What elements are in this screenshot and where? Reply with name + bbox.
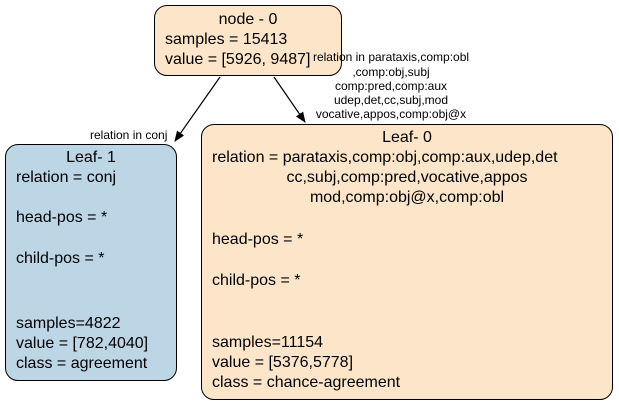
- leaf-0-relation-line-1: relation = parataxis,comp:obj,comp:aux,u…: [212, 149, 558, 166]
- edge-label-right-line-2: ,comp:obj,subj: [352, 65, 430, 79]
- root-samples: samples = 15413: [165, 31, 288, 48]
- edge-label-right-line-4: udep,det,cc,subj,mod: [333, 93, 449, 107]
- leaf-1-child-pos: child-pos = *: [16, 250, 105, 267]
- leaf-0-relation-line-2: cc,subj,comp:pred,vocative,appos: [286, 169, 528, 186]
- leaf-0-relation-line-3: mod,comp:obj@x,comp:obl: [309, 189, 505, 206]
- leaf-0-value: value = [5376,5778]: [212, 354, 354, 371]
- edge-label-right-line-3: comp:pred,comp:aux: [334, 79, 448, 93]
- leaf-1-head-pos: head-pos = *: [16, 209, 108, 226]
- edge-label-right-line-5: vocative,appos,comp:obj@x: [315, 107, 467, 121]
- leaf-0-node: Leaf- 0 relation = parataxis,comp:obj,co…: [201, 124, 613, 400]
- leaf-0-head-pos: head-pos = *: [212, 231, 304, 248]
- root-value: value = [5926, 9487]: [165, 51, 311, 68]
- leaf-1-node: Leaf- 1 relation = conj head-pos = * chi…: [5, 144, 177, 381]
- leaf-1-value: value = [782,4040]: [16, 335, 149, 352]
- leaf-1-samples: samples=4822: [16, 315, 121, 332]
- root-title: node - 0: [218, 11, 278, 28]
- edge-label-left: relation in conj: [90, 128, 168, 142]
- edge-root-to-leaf0: [273, 76, 306, 123]
- leaf-0-child-pos: child-pos = *: [212, 272, 301, 289]
- edge-root-to-leaf1: [174, 76, 221, 142]
- leaf-0-class: class = chance-agreement: [212, 374, 401, 391]
- leaf-1-relation: relation = conj: [16, 169, 117, 186]
- leaf-1-title: Leaf- 1: [66, 149, 116, 166]
- edge-label-right-line-1: relation in parataxis,comp:obl: [312, 50, 470, 64]
- leaf-0-title: Leaf- 0: [382, 129, 432, 146]
- root-node: node - 0 samples = 15413 value = [5926, …: [154, 5, 342, 76]
- leaf-1-class: class = agreement: [16, 355, 148, 372]
- leaf-0-samples: samples=11154: [212, 334, 324, 351]
